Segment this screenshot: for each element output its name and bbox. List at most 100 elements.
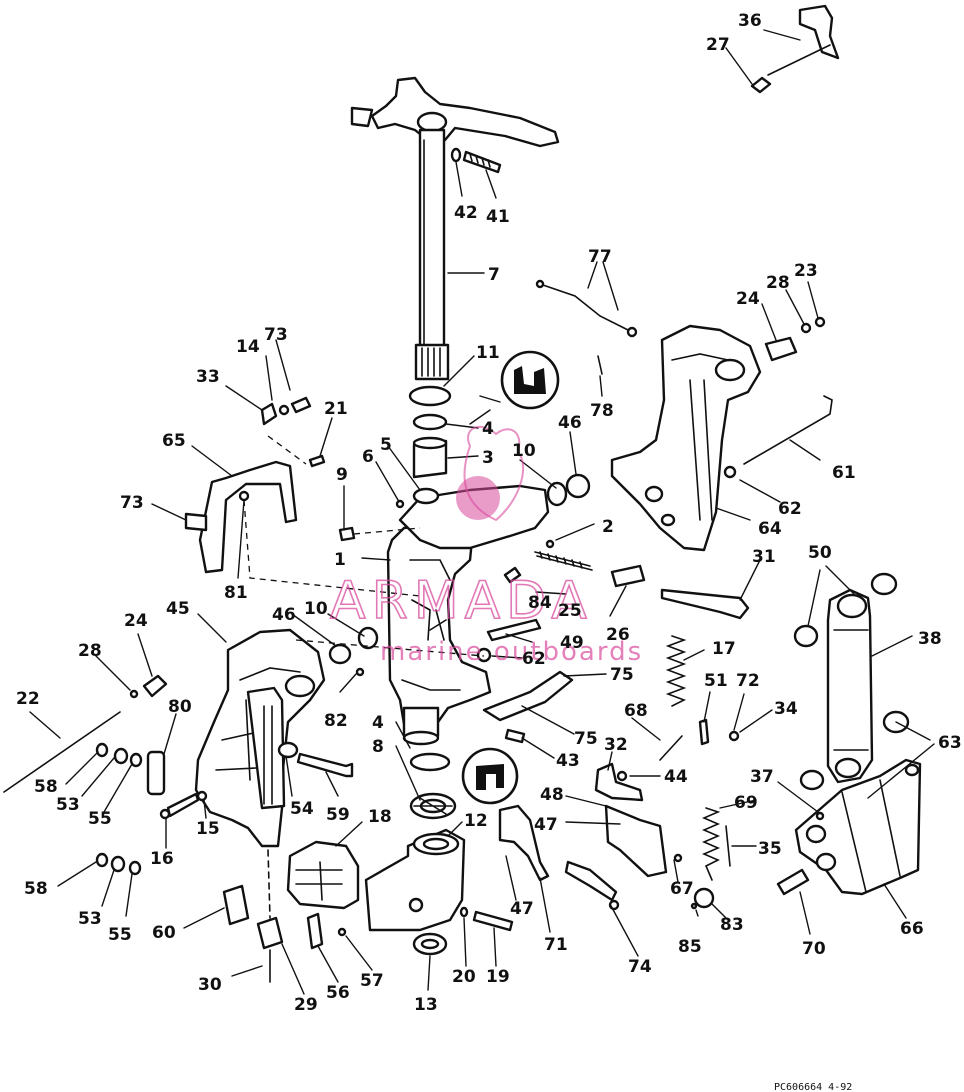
callout-44: 44 <box>664 767 688 787</box>
callout-18: 18 <box>368 807 392 827</box>
callout-9: 9 <box>336 465 348 485</box>
callout-51: 51 <box>704 671 728 691</box>
callout-21: 21 <box>324 399 348 419</box>
callout-78: 78 <box>590 401 614 421</box>
callout-13: 13 <box>414 995 438 1015</box>
cable-77 <box>539 283 629 331</box>
callout-50: 50 <box>808 543 832 563</box>
callout-15: 15 <box>196 819 220 839</box>
callout-30: 30 <box>198 975 222 995</box>
callout-20: 20 <box>452 967 476 987</box>
callout-5: 5 <box>380 435 392 455</box>
callout-23: 23 <box>794 261 818 281</box>
callout-7: 7 <box>488 265 500 285</box>
washers-upper <box>95 742 143 768</box>
figure-code: PC606664 4-92 <box>774 1082 852 1092</box>
callout-24: 24 <box>736 289 760 309</box>
callout-19: 19 <box>486 967 510 987</box>
bolt-16 <box>166 792 200 818</box>
bolt-59 <box>296 752 354 778</box>
bolt-41 <box>450 147 502 174</box>
tilt-rod-22 <box>3 711 121 793</box>
callout-36: 36 <box>738 11 762 31</box>
callout-65: 65 <box>162 431 186 451</box>
bushing-stack <box>395 385 452 509</box>
callout-68: 68 <box>624 701 648 721</box>
callout-2: 2 <box>602 517 614 537</box>
callout-84: 84 <box>528 593 552 613</box>
watermark-tagline: marine outboards <box>380 637 643 667</box>
callout-17: 17 <box>712 639 736 659</box>
pin-51 <box>698 718 710 746</box>
callout-46: 46 <box>558 413 582 433</box>
callout-12: 12 <box>464 811 488 831</box>
callout-67: 67 <box>670 879 694 899</box>
callout-41: 41 <box>486 207 510 227</box>
pin-78 <box>597 355 603 375</box>
callout-53: 53 <box>56 795 80 815</box>
callout-1: 1 <box>334 550 346 570</box>
callout-74: 74 <box>628 957 652 977</box>
left-stern-bracket <box>194 628 326 848</box>
callout-10: 10 <box>512 441 536 461</box>
callout-4: 4 <box>372 713 384 733</box>
callout-55: 55 <box>108 925 132 945</box>
callout-48: 48 <box>540 785 564 805</box>
callout-61: 61 <box>832 463 856 483</box>
anode-block-18 <box>286 840 360 910</box>
callout-42: 42 <box>454 203 478 223</box>
callout-11: 11 <box>476 343 500 363</box>
pin-24-right <box>764 336 798 362</box>
callout-62: 62 <box>778 499 802 519</box>
callout-58: 58 <box>34 777 58 797</box>
pin-24-left <box>142 674 168 698</box>
callout-31: 31 <box>752 547 776 567</box>
callout-53: 53 <box>78 909 102 929</box>
plate-80 <box>146 750 166 796</box>
plate-60 <box>222 884 250 926</box>
callout-labels: 1 2 3 4 4 5 6 7 8 9 10 10 11 12 13 14 15… <box>16 11 962 1015</box>
callout-4: 4 <box>482 419 494 439</box>
bolt-9 <box>338 526 356 542</box>
callout-55: 55 <box>88 809 112 829</box>
callout-54: 54 <box>290 799 314 819</box>
callout-73: 73 <box>264 325 288 345</box>
callout-82: 82 <box>324 711 348 731</box>
callout-81: 81 <box>224 583 248 603</box>
callout-83: 83 <box>720 915 744 935</box>
block-29 <box>256 916 284 950</box>
callout-37: 37 <box>750 767 774 787</box>
callout-77: 77 <box>588 247 612 267</box>
callout-8: 8 <box>372 737 384 757</box>
trailer-lock-lever <box>184 396 421 597</box>
callout-28: 28 <box>78 641 102 661</box>
callout-22: 22 <box>16 689 40 709</box>
tilt-cylinder <box>793 572 910 791</box>
dash-29 <box>267 849 271 919</box>
swivel-bracket <box>386 484 550 746</box>
callout-14: 14 <box>236 337 260 357</box>
callout-27: 27 <box>706 35 730 55</box>
spring-69 <box>701 807 721 881</box>
spring-17 <box>665 635 687 707</box>
lower-bearing <box>409 752 457 820</box>
callout-33: 33 <box>196 367 220 387</box>
callout-34: 34 <box>774 699 798 719</box>
callout-3: 3 <box>482 448 494 468</box>
watermark-brand: ARMADA <box>330 571 593 631</box>
callout-56: 56 <box>326 983 350 1003</box>
leader-lines <box>29 29 935 995</box>
callout-72: 72 <box>736 671 760 691</box>
tilt-lock-31 <box>660 588 750 620</box>
callout-24: 24 <box>124 611 148 631</box>
lower-yoke <box>364 828 514 956</box>
callout-45: 45 <box>166 599 190 619</box>
tilt-lever-assembly <box>498 762 683 911</box>
callout-43: 43 <box>556 751 580 771</box>
callout-73: 73 <box>120 493 144 513</box>
right-stern-bracket <box>610 324 762 552</box>
seal-profile-icon <box>500 350 560 410</box>
bracket-66 <box>776 758 922 896</box>
callout-62: 62 <box>522 649 546 669</box>
